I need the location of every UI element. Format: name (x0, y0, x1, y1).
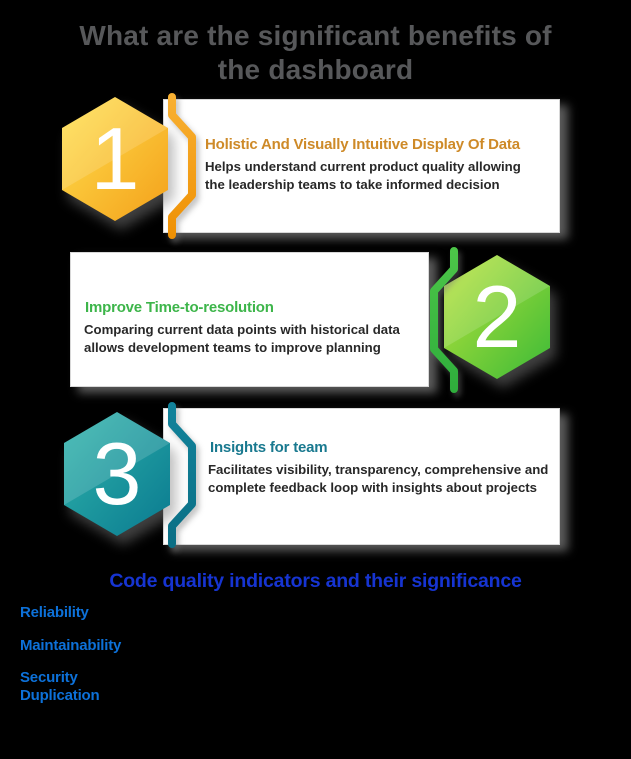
hexagon-3 (64, 412, 170, 536)
brace-icon-1 (164, 91, 200, 241)
benefit-body-1: Helps understand current product quality… (205, 159, 521, 192)
page-title-line1: What are the significant benefits of (79, 20, 552, 51)
benefit-card-3 (163, 408, 560, 545)
benefit-title-3: Insights for team (210, 439, 328, 456)
brace-icon-3 (164, 400, 200, 550)
hexagon-2 (444, 255, 550, 379)
hexagon-number-2: 2 (472, 267, 522, 366)
indicator-item-reliability: Reliability (20, 604, 89, 621)
page-title-line2: the dashboard (217, 54, 414, 85)
indicator-item-duplication: Duplication (20, 687, 100, 704)
benefit-body-2: Comparing current data points with histo… (84, 322, 400, 355)
benefit-body-3: Facilitates visibility, transparency, co… (208, 462, 549, 495)
page-title: What are the significant benefits of the… (0, 19, 631, 87)
hexagon-number-3: 3 (92, 424, 142, 523)
hexagon-1 (62, 97, 168, 221)
brace-icon-2 (426, 245, 462, 395)
benefit-card-1 (163, 99, 560, 233)
indicator-item-security: Security (20, 669, 78, 686)
indicators-heading: Code quality indicators and their signif… (109, 570, 522, 592)
benefit-card-2 (70, 252, 429, 387)
hexagon-number-1: 1 (90, 109, 140, 208)
benefit-title-1: Holistic And Visually Intuitive Display … (205, 136, 520, 153)
indicator-item-maintainability: Maintainability (20, 637, 122, 654)
benefit-title-2: Improve Time-to-resolution (85, 299, 274, 316)
